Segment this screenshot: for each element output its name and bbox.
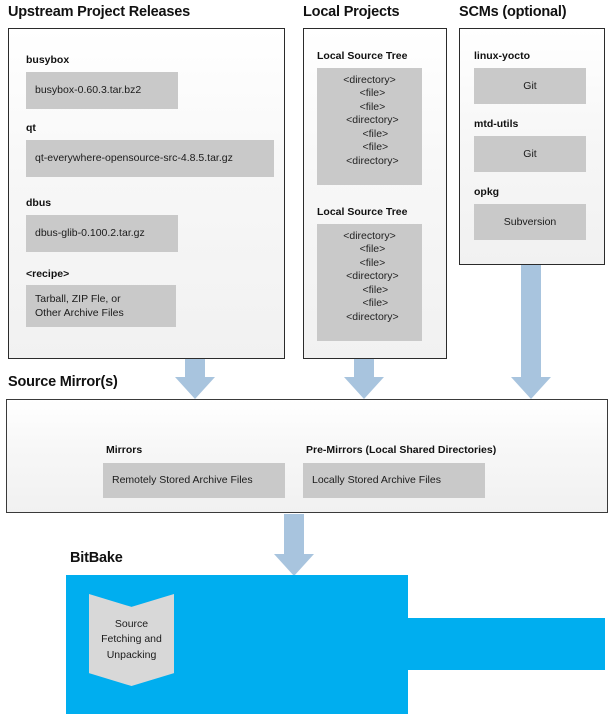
tree-line: <file>: [350, 297, 389, 310]
upstream-chip-dbus[interactable]: dbus-glib-0.100.2.tar.gz: [26, 215, 178, 252]
scms-group-label-opkg: opkg: [474, 186, 500, 198]
tree-line: <file>: [353, 100, 386, 113]
upstream-group-label-busybox: busybox: [26, 54, 70, 66]
scms-chip-mtd-utils[interactable]: Git: [474, 136, 586, 172]
upstream-chip-recipe-line1: Tarball, ZIP Fle, or: [35, 293, 121, 305]
bitbake-section-title: BitBake: [70, 550, 123, 566]
upstream-chip-recipe[interactable]: Tarball, ZIP Fle, or Other Archive Files: [26, 285, 176, 327]
tree-line: <directory>: [340, 114, 399, 127]
fetchbox-line3: Unpacking: [106, 648, 157, 661]
upstream-chip-qt[interactable]: qt-everywhere-opensource-src-4.8.5.tar.g…: [26, 140, 274, 177]
scms-chip-linux-yocto[interactable]: Git: [474, 68, 586, 104]
local-projects-section-title: Local Projects: [303, 4, 400, 20]
tree-line: <file>: [353, 256, 386, 269]
source-mirrors-section-title: Source Mirror(s): [8, 374, 118, 390]
local-projects-group-label-1: Local Source Tree: [317, 50, 408, 62]
source-mirrors-chip-local[interactable]: Locally Stored Archive Files: [303, 463, 485, 498]
tree-line: <directory>: [340, 154, 399, 167]
source-mirrors-group-label-mirrors: Mirrors: [106, 444, 143, 456]
scms-section-title: SCMs (optional): [459, 4, 567, 20]
arrow-local-projects-to-mirrors: [344, 359, 384, 399]
tree-line: <file>: [353, 243, 386, 256]
tree-line: <file>: [350, 141, 389, 154]
tree-line: <directory>: [340, 310, 399, 323]
upstream-group-label-qt: qt: [26, 122, 36, 134]
scms-chip-opkg[interactable]: Subversion: [474, 204, 586, 240]
fetchbox-line1: Source: [114, 618, 149, 631]
upstream-chip-busybox[interactable]: busybox-0.60.3.tar.bz2: [26, 72, 178, 109]
tree-line: <file>: [350, 283, 389, 296]
local-projects-tree-2[interactable]: <directory> <file> <file> <directory> <f…: [317, 224, 422, 341]
tree-line: <directory>: [343, 74, 396, 86]
source-mirrors-chip-remote[interactable]: Remotely Stored Archive Files: [103, 463, 285, 498]
bitbake-block-extension: [406, 618, 605, 670]
arrow-upstream-to-mirrors: [175, 359, 215, 399]
upstream-section-title: Upstream Project Releases: [8, 4, 190, 20]
arrow-scms-to-mirrors: [511, 265, 551, 399]
tree-line: <directory>: [343, 230, 396, 242]
local-projects-group-label-2: Local Source Tree: [317, 206, 408, 218]
source-mirrors-group-label-premirrors: Pre-Mirrors (Local Shared Directories): [306, 444, 497, 456]
upstream-chip-recipe-line2: Other Archive Files: [35, 307, 124, 320]
upstream-group-label-dbus: dbus: [26, 197, 52, 209]
scms-group-label-mtd-utils: mtd-utils: [474, 118, 519, 130]
arrow-mirrors-to-bitbake: [274, 514, 314, 576]
scms-group-label-linux-yocto: linux-yocto: [474, 50, 531, 62]
upstream-group-label-recipe: <recipe>: [26, 268, 70, 280]
fetchbox-line2: Fetching and: [101, 633, 162, 646]
tree-line: <file>: [350, 127, 389, 140]
tree-line: <directory>: [340, 270, 399, 283]
source-fetching-and-unpacking-box[interactable]: Source Fetching and Unpacking: [89, 594, 174, 686]
local-projects-tree-1[interactable]: <directory> <file> <file> <directory> <f…: [317, 68, 422, 185]
tree-line: <file>: [353, 87, 386, 100]
